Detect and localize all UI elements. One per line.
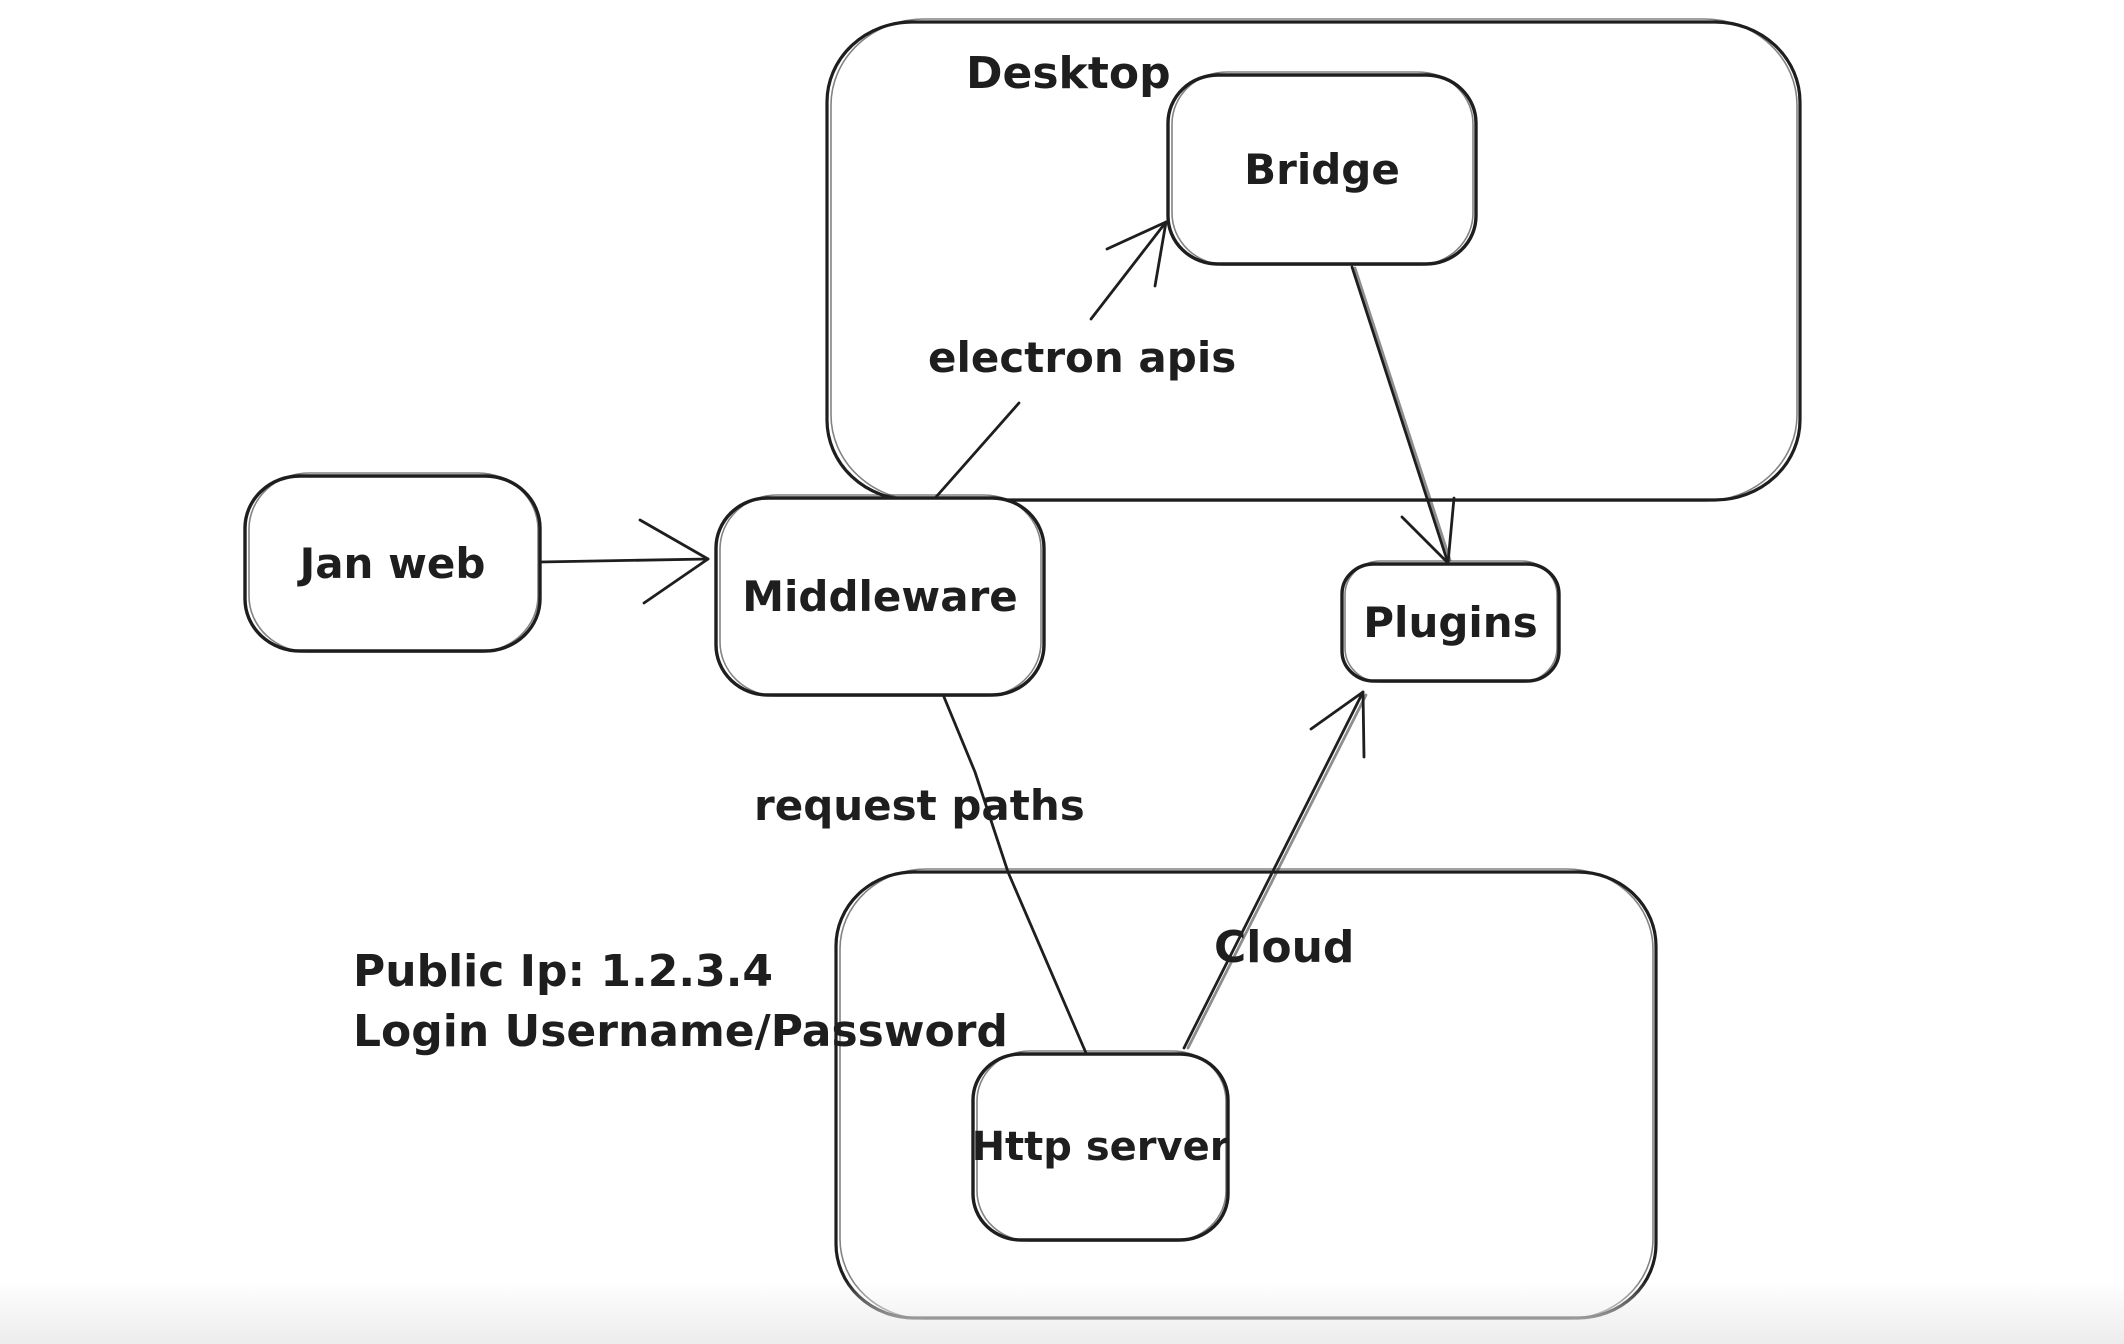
edge-middleware-to-bridge[interactable] — [934, 220, 1168, 499]
arrowhead — [638, 518, 710, 605]
arrowhead — [1105, 220, 1168, 288]
edge-bridge-to-plugins[interactable] — [1350, 265, 1456, 565]
middleware-box[interactable] — [714, 496, 1046, 697]
desktop-container-outline[interactable] — [825, 20, 1802, 502]
arrow-line-sketch-stroke — [1186, 693, 1368, 1050]
node-plugins[interactable] — [1340, 560, 1561, 683]
plugins-box[interactable] — [1340, 562, 1561, 683]
plugins-box-sketch-stroke — [1344, 560, 1558, 683]
middleware-box-sketch-stroke — [719, 494, 1042, 697]
arrow-line-segment-lower — [934, 401, 1021, 499]
node-bridge[interactable] — [1166, 71, 1478, 266]
jan-web-box[interactable] — [243, 474, 542, 653]
request-paths-edge-label[interactable]: request paths — [754, 781, 1085, 830]
desktop-container-label[interactable]: Desktop — [966, 48, 1171, 99]
arrow-line — [1182, 690, 1365, 1050]
bridge-box-sketch-stroke — [1171, 71, 1474, 266]
connector-line — [942, 695, 1088, 1055]
middleware-label[interactable]: Middleware — [742, 572, 1018, 621]
arrow-line-sketch-stroke — [1353, 266, 1452, 562]
http-server-box-sketch-stroke — [976, 1050, 1227, 1242]
bridge-label[interactable]: Bridge — [1244, 145, 1400, 194]
http-server-box[interactable] — [971, 1052, 1230, 1242]
edge-janweb-to-middleware[interactable] — [538, 518, 710, 605]
arrow-line — [538, 557, 710, 564]
container-desktop[interactable] — [825, 18, 1802, 502]
arrow-line — [1350, 265, 1450, 565]
edge-httpserver-to-plugins[interactable] — [1182, 690, 1368, 1050]
jan-web-box-sketch-stroke — [248, 472, 539, 653]
cloud-container-label[interactable]: Cloud — [1214, 922, 1355, 973]
login-line: Login Username/Password — [353, 1006, 1008, 1057]
node-http-server[interactable] — [971, 1050, 1230, 1242]
node-jan-web[interactable] — [243, 472, 542, 653]
http-server-label[interactable]: Http server — [971, 1124, 1230, 1170]
desktop-container-sketch-stroke — [830, 18, 1798, 502]
electron-apis-edge-label[interactable]: electron apis — [928, 333, 1237, 382]
arrow-line-segment-upper — [1089, 220, 1168, 321]
public-ip-line: Public Ip: 1.2.3.4 — [353, 946, 774, 997]
cloud-credentials-note[interactable]: Public Ip: 1.2.3.4 Login Username/Passwo… — [353, 942, 1008, 1062]
node-middleware[interactable] — [714, 494, 1046, 697]
arrowhead — [1309, 690, 1366, 759]
edge-middleware-to-httpserver[interactable] — [942, 695, 1088, 1055]
bridge-box[interactable] — [1166, 73, 1478, 266]
plugins-label[interactable]: Plugins — [1363, 598, 1538, 647]
jan-web-label[interactable]: Jan web — [299, 539, 486, 588]
